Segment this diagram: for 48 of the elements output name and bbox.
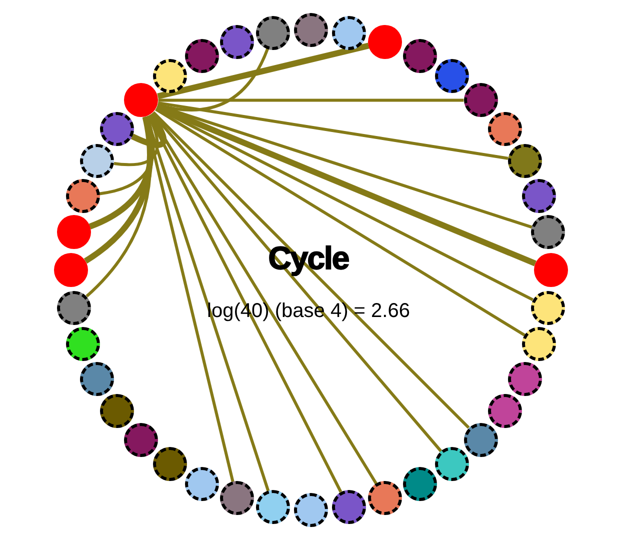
graph-node — [332, 16, 366, 50]
graph-node — [66, 178, 100, 213]
graph-node — [56, 290, 91, 325]
graph-node — [402, 39, 437, 74]
graph-node — [522, 327, 556, 362]
graph-node — [531, 215, 566, 250]
graph-node — [220, 481, 254, 516]
connector-line — [158, 98, 464, 102]
graph-node — [402, 466, 437, 501]
connector-line — [84, 116, 153, 264]
graph-node — [368, 24, 402, 59]
graph-node — [185, 39, 220, 74]
graph-node — [185, 466, 220, 501]
graph-node — [531, 290, 566, 325]
graph-node — [152, 58, 187, 93]
connector-line — [156, 106, 534, 302]
connector-line — [155, 108, 526, 337]
graph-node — [256, 490, 290, 524]
graph-node — [534, 253, 568, 287]
graph-node — [294, 493, 328, 527]
graph-node — [80, 362, 114, 396]
graph-node — [435, 58, 470, 93]
graph-node — [66, 327, 100, 362]
graph-node — [256, 16, 290, 50]
graph-node — [124, 422, 158, 457]
graph-node — [294, 13, 328, 47]
graph-node — [56, 215, 91, 250]
graph-node — [152, 447, 187, 482]
graph-node — [464, 422, 498, 457]
graph-node — [368, 481, 402, 516]
graph-node — [464, 83, 498, 118]
graph-node — [124, 83, 158, 118]
connector-line — [130, 112, 167, 148]
graph-node — [488, 112, 522, 146]
graph-node — [100, 112, 134, 146]
graph-node — [522, 178, 556, 213]
graph-node — [488, 394, 522, 428]
graph-node — [80, 144, 114, 178]
graph-node — [508, 144, 542, 178]
graph-node — [332, 490, 366, 524]
connector-line — [157, 42, 370, 100]
graph-node — [220, 24, 254, 59]
connector-line — [156, 104, 536, 266]
graph-node — [100, 394, 134, 428]
graph-node — [435, 447, 470, 482]
graph-node — [508, 362, 542, 396]
graph-node — [54, 253, 88, 287]
connector-line — [158, 101, 508, 160]
